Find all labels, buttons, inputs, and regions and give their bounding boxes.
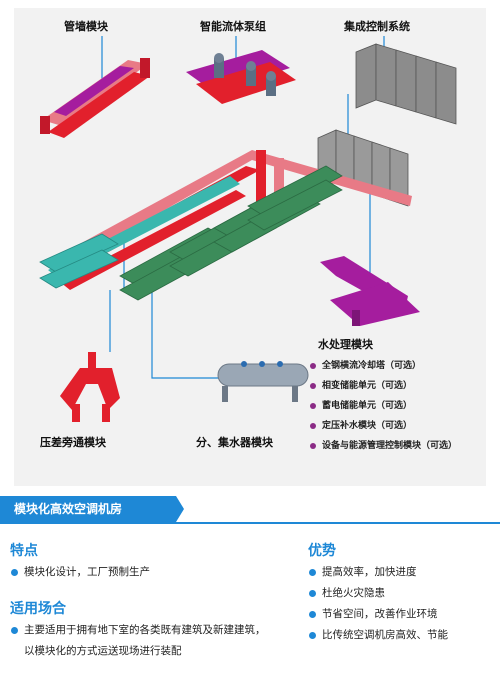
leader-header xyxy=(151,286,222,379)
bullet-dot xyxy=(310,403,316,409)
bullet-dot xyxy=(310,363,316,369)
list-item: 模块化设计，工厂预制生产 xyxy=(10,562,150,583)
item-text: 比传统空调机房高效、节能 xyxy=(322,629,448,641)
list-item: 杜绝火灾隐患 xyxy=(308,583,448,604)
item-text: 全钢横流冷却塔（可选） xyxy=(322,361,422,371)
applicable-list: 主要适用于拥有地下室的各类既有建筑及新建建筑，以模块化的方式运送现场进行装配 xyxy=(10,620,270,662)
pump-group xyxy=(186,50,296,104)
label-smart-pump-group: 智能流体泵组 xyxy=(200,20,266,33)
label-integrated-control: 集成控制系统 xyxy=(344,20,410,33)
chillers xyxy=(119,165,343,301)
system-diagram xyxy=(39,36,457,422)
list-item: 比传统空调机房高效、节能 xyxy=(308,625,448,646)
control-cabinets-mid xyxy=(317,129,409,207)
banner-title: 模块化高效空调机房 xyxy=(14,502,123,516)
advantages-list: 提高效率，加快进度 杜绝火灾隐患 节省空间，改善作业环境 比传统空调机房高效、节… xyxy=(308,562,448,646)
item-text: 主要适用于拥有地下室的各类既有建筑及新建建筑，以模块化的方式运送现场进行装配 xyxy=(24,624,266,657)
bullet-dot xyxy=(11,569,18,576)
list-item: 节省空间，改善作业环境 xyxy=(308,604,448,625)
bullet-dot xyxy=(309,611,316,618)
item-text: 杜绝火灾隐患 xyxy=(322,587,385,599)
water-treatment-item: 相变储能单元（可选） xyxy=(310,376,457,396)
teal-module xyxy=(39,233,119,289)
label-water-treatment: 水处理模块 xyxy=(318,338,373,351)
features-list: 模块化设计，工厂预制生产 xyxy=(10,562,150,583)
water-treatment-item: 定压补水模块（可选） xyxy=(310,416,457,436)
bullet-dot xyxy=(309,569,316,576)
water-treatment-item: 蓄电储能单元（可选） xyxy=(310,396,457,416)
bypass-module xyxy=(60,352,120,422)
bullet-dot xyxy=(309,590,316,597)
water-treatment-module xyxy=(320,256,420,326)
label-bypass-module: 压差旁通模块 xyxy=(40,436,106,449)
banner-underline xyxy=(0,522,500,524)
applicable-title: 适用场合 xyxy=(10,601,66,617)
item-text: 模块化设计，工厂预制生产 xyxy=(24,566,150,578)
pipe-wall-module xyxy=(40,58,150,138)
features-title: 特点 xyxy=(10,543,38,559)
item-text: 蓄电储能单元（可选） xyxy=(322,401,413,411)
list-item: 提高效率，加快进度 xyxy=(308,562,448,583)
bullet-dot xyxy=(309,632,316,639)
item-text: 设备与能源管理控制模块（可选） xyxy=(322,441,458,451)
item-text: 相变储能单元（可选） xyxy=(322,381,413,391)
label-header-module: 分、集水器模块 xyxy=(196,436,273,449)
control-cabinets-top xyxy=(355,43,457,125)
bullet-dot xyxy=(310,423,316,429)
water-treatment-item: 设备与能源管理控制模块（可选） xyxy=(310,436,457,456)
bullet-dot xyxy=(310,443,316,449)
water-treatment-item: 全钢横流冷却塔（可选） xyxy=(310,356,457,376)
header-module xyxy=(217,361,309,402)
bullet-dot xyxy=(310,383,316,389)
list-item: 主要适用于拥有地下室的各类既有建筑及新建建筑，以模块化的方式运送现场进行装配 xyxy=(10,620,270,662)
advantages-title: 优势 xyxy=(308,543,336,559)
bullet-dot xyxy=(11,627,18,634)
item-text: 定压补水模块（可选） xyxy=(322,421,413,431)
item-text: 提高效率，加快进度 xyxy=(322,566,417,578)
water-treatment-list: 全钢横流冷却塔（可选） 相变储能单元（可选） 蓄电储能单元（可选） 定压补水模块… xyxy=(310,356,457,456)
item-text: 节省空间，改善作业环境 xyxy=(322,608,438,620)
label-pipe-wall-module: 管墙模块 xyxy=(64,20,108,33)
section-banner: 模块化高效空调机房 xyxy=(0,496,184,522)
